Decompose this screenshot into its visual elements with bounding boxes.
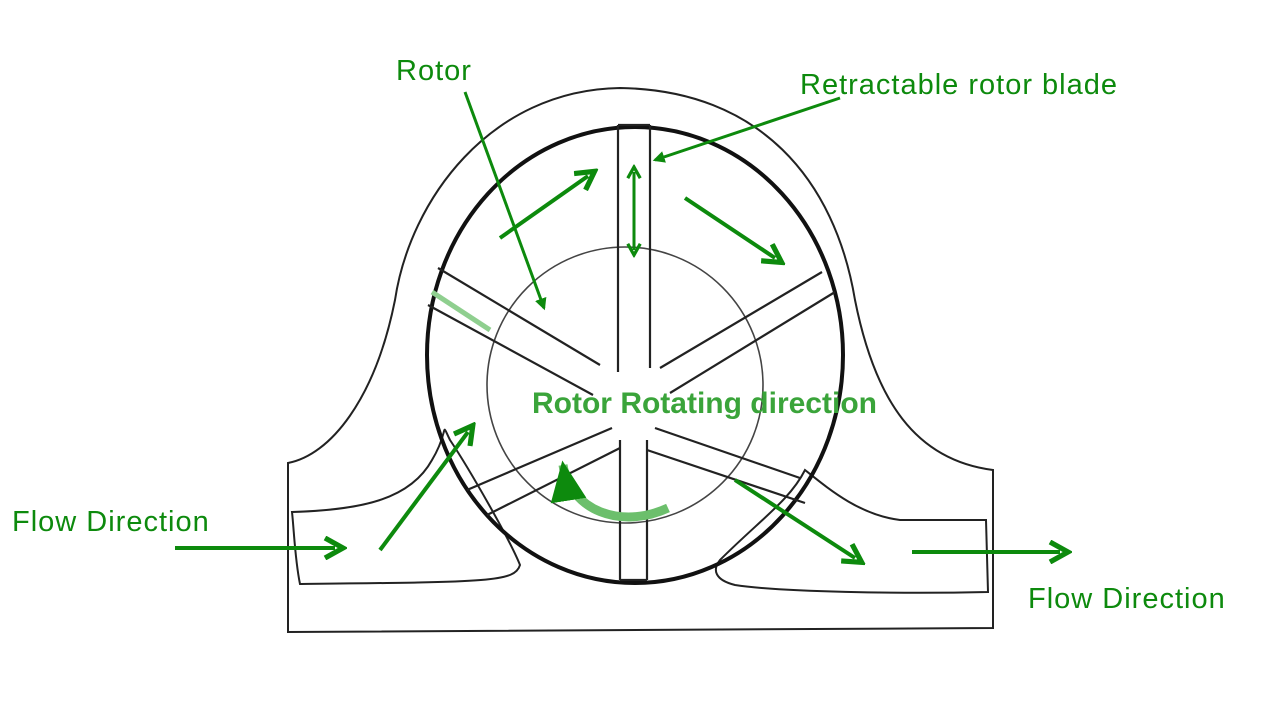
inlet-channel [290, 428, 522, 586]
stator-bore [425, 125, 845, 585]
flow-arrows [378, 176, 855, 558]
green-tint-mark [430, 289, 492, 333]
rotor-circle [486, 246, 764, 524]
retractable-blade-label: Retractable rotor blade [800, 69, 1118, 101]
flow-in-label: Flow Direction [12, 506, 210, 538]
rotating-direction-label: Rotor Rotating direction [532, 387, 877, 420]
pump-housing [287, 86, 994, 634]
rotor-label: Rotor [396, 55, 472, 87]
rotor-pointer-arrow [463, 91, 547, 311]
rotation-curved-arrow [550, 460, 670, 522]
outlet-channel [714, 468, 990, 594]
rotor-blades [427, 123, 836, 582]
flow-out-label: Flow Direction [1028, 583, 1226, 615]
blade-pointer-arrow [652, 96, 841, 163]
